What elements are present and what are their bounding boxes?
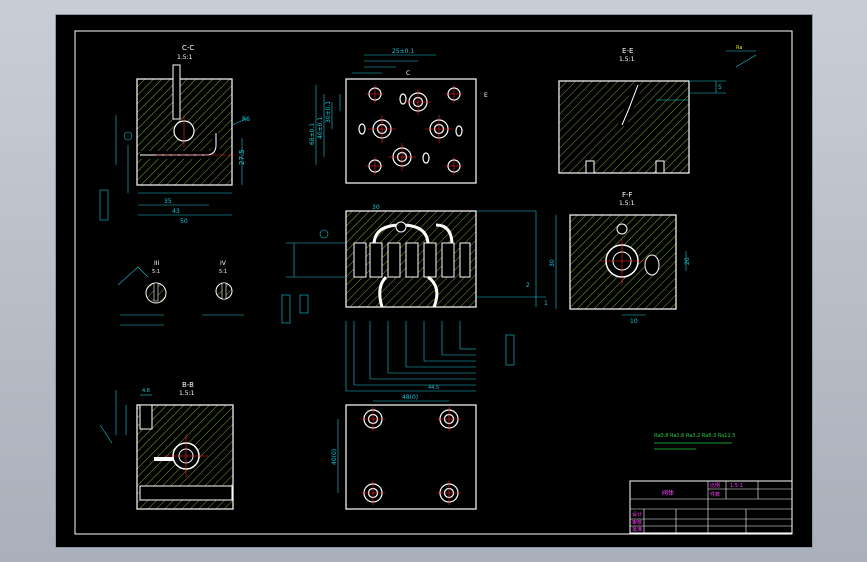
- top-view: 25±0.1 68±0.1 40±0.1 30±0.1 C E: [309, 48, 488, 184]
- section-cc-title: C-C: [182, 44, 194, 52]
- dim-50: 50: [180, 218, 188, 225]
- section-cc-vertical-bore: [172, 64, 181, 120]
- dim-bottom-40: 40(0): [331, 449, 338, 465]
- dim-ff-10: 10: [630, 318, 638, 325]
- section-c-mark: C: [406, 70, 410, 77]
- dim-bottom-48: 48(0): [402, 394, 418, 401]
- roughness-note: Ra: [736, 45, 742, 51]
- title-block: 阀体 比例 1.5:1 件数 设计 审核 批准: [629, 480, 793, 534]
- note-line: Ra0.8 Ra1.6 Ra3.2 Ra6.3 Ra12.5: [654, 433, 735, 439]
- section-ee-title: E-E: [622, 47, 633, 55]
- dim-front-44-5: 44.5: [428, 385, 439, 391]
- technical-note: Ra0.8 Ra1.6 Ra3.2 Ra6.3 Ra12.5: [654, 433, 735, 450]
- section-bb-scale: 1.5:1: [179, 390, 195, 397]
- cad-drawing: C-C 1.5:1 27.5 35 43 50 R6: [74, 30, 793, 535]
- section-bb-title: B-B: [182, 381, 194, 389]
- detail-iii-view: III 5:1: [117, 260, 167, 326]
- dim-68: 68±0.1: [309, 123, 316, 145]
- detail-iii-scale: 5:1: [152, 269, 160, 275]
- dim-25: 25±0.1: [392, 48, 414, 55]
- section-cc-body: [136, 78, 233, 186]
- section-ff-scale: 1.5:1: [619, 200, 635, 207]
- scale-label: 比例: [710, 482, 720, 489]
- bottom-view: 48(0) 40(0): [331, 394, 477, 510]
- design-label: 设计: [632, 511, 642, 518]
- dim-27-5: 27.5: [238, 149, 246, 165]
- dim-front-1: 1: [544, 300, 548, 307]
- section-ee-view: E-E 1.5:1 5 Ra: [558, 45, 757, 174]
- dim-30: 30±0.1: [325, 101, 332, 123]
- qty-label: 件数: [710, 491, 720, 498]
- section-ff-view: F-F 1.5:1 30 20 10: [549, 191, 691, 325]
- detail-iii-title: III: [154, 260, 160, 267]
- check-label: 审核: [632, 519, 642, 526]
- detail-iv-title: IV: [220, 260, 227, 267]
- detail-iv-scale: 5:1: [219, 269, 227, 275]
- dim-front-2: 2: [526, 282, 530, 289]
- scale-value: 1.5:1: [730, 483, 743, 489]
- dim-r6: R6: [242, 116, 250, 123]
- approve-label: 批准: [632, 526, 642, 533]
- front-section-view: 30 2 44.5 1: [281, 204, 548, 392]
- section-cc-scale: 1.5:1: [177, 54, 193, 61]
- dim-43: 43: [172, 208, 180, 215]
- section-cc-view: C-C 1.5:1 27.5 35 43 50 R6: [99, 44, 250, 225]
- section-bb-view: B-B 1.5:1 4.8: [99, 381, 234, 510]
- section-ff-title: F-F: [622, 191, 633, 199]
- bottom-view-body: [345, 404, 477, 510]
- dim-front-30: 30: [372, 204, 380, 211]
- dim-5: 5: [718, 84, 722, 91]
- dim-40: 40±0.1: [317, 117, 324, 139]
- part-name: 阀体: [662, 489, 674, 497]
- dim-bb-4-8: 4.8: [142, 388, 150, 394]
- detail-iv-view: IV 5:1: [202, 260, 244, 316]
- section-ee-body: [558, 80, 690, 174]
- dim-ff-30: 30: [549, 259, 556, 267]
- section-ee-scale: 1.5:1: [619, 56, 635, 63]
- top-view-body: [345, 78, 477, 184]
- section-e-mark: E: [484, 92, 488, 99]
- drawing-sheet: C-C 1.5:1 27.5 35 43 50 R6: [55, 14, 813, 548]
- dim-35: 35: [164, 198, 172, 205]
- inner-border: [74, 30, 793, 535]
- dim-ff-20: 20: [684, 257, 691, 265]
